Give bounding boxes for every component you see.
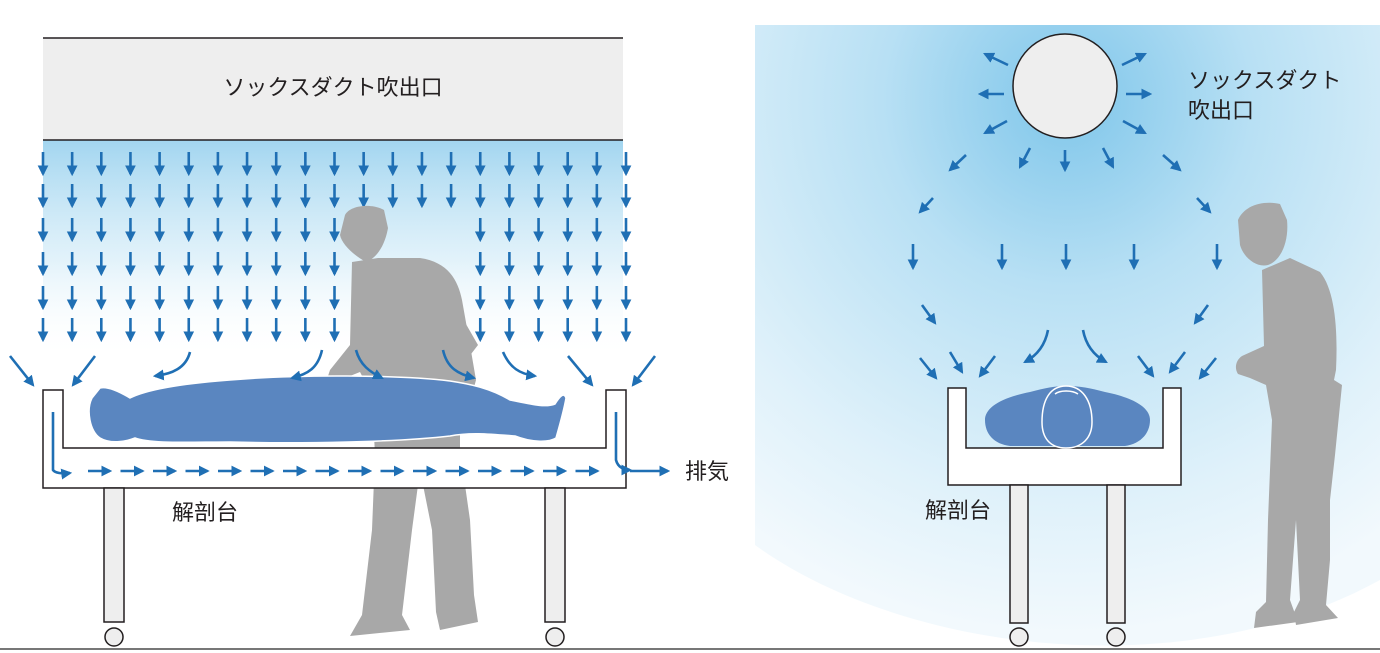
right-panel: ソックスダクト 吹出口	[755, 25, 1380, 647]
lying-body-head-view-icon	[985, 385, 1150, 449]
downflow-air-area	[43, 140, 623, 360]
duct-label-line1: ソックスダクト	[1188, 69, 1341, 94]
left-panel: ソックスダクト吹出口	[8, 37, 729, 647]
doctor-silhouette-icon	[326, 205, 478, 636]
inflow-arrows	[8, 349, 657, 480]
duct-label-line2: 吹出口	[1188, 99, 1254, 124]
sock-duct-round	[1012, 33, 1118, 139]
sock-duct-outlet: ソックスダクト吹出口	[43, 37, 623, 141]
dissection-table-front	[947, 387, 1182, 647]
doctor-silhouette-icon-right	[1235, 202, 1342, 628]
table-label: 解剖台	[172, 501, 238, 526]
table-label-right: 解剖台	[925, 499, 991, 524]
duct-label: ソックスダクト吹出口	[223, 76, 442, 101]
exhaust-label: 排気	[685, 460, 729, 485]
lying-body-side-view-icon	[88, 375, 567, 444]
dissection-table	[42, 389, 627, 647]
